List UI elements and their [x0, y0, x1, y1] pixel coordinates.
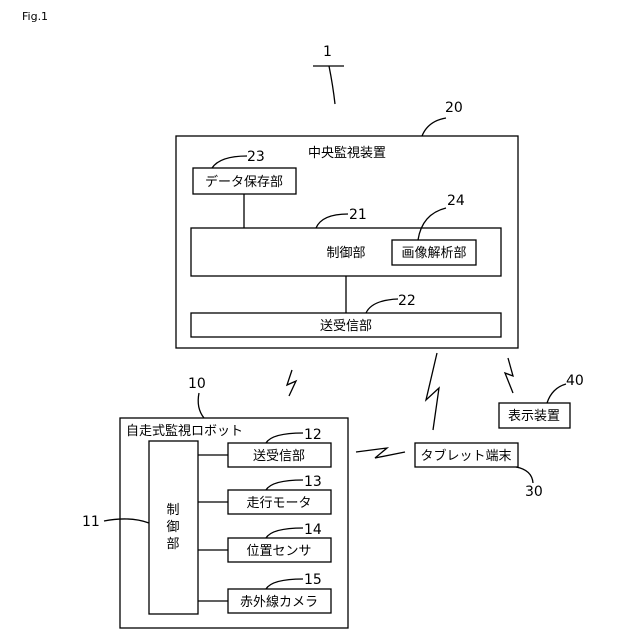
central-transceiver-label: 送受信部 — [320, 319, 372, 334]
infrared-camera-label: 赤外線カメラ — [240, 594, 318, 610]
tablet-terminal-ref-leader — [516, 467, 533, 483]
robot-control-label-2: 御 — [166, 520, 179, 535]
central-control-ref-number: 21 — [349, 207, 367, 223]
robot-ref-leader — [198, 393, 204, 418]
robot-control-ref-number: 11 — [82, 514, 100, 530]
wireless-link-robot-central — [287, 370, 296, 396]
robot-transceiver-label: 送受信部 — [253, 449, 305, 464]
tablet-terminal-label: タブレット端末 — [420, 448, 511, 464]
position-sensor-ref-number: 14 — [304, 522, 322, 538]
display-device-ref-number: 40 — [566, 373, 584, 389]
robot-ref-number: 10 — [188, 376, 206, 392]
wireless-link-tablet-central — [426, 353, 439, 430]
central-ref-leader — [422, 118, 446, 136]
robot-transceiver-ref-number: 12 — [304, 427, 322, 443]
travel-motor-label: 走行モータ — [246, 496, 311, 511]
central-control-label: 制御部 — [326, 246, 365, 261]
figure-label: Fig.1 — [22, 10, 48, 23]
image-analysis-label: 画像解析部 — [401, 246, 466, 261]
central-ref-number: 20 — [445, 100, 463, 116]
system-ref-number: 1 — [323, 44, 332, 60]
robot-control-label-3: 部 — [166, 537, 179, 552]
travel-motor-ref-number: 13 — [304, 474, 322, 490]
central-monitoring-device-title: 中央監視装置 — [308, 145, 386, 161]
data-storage-label: データ保存部 — [205, 174, 283, 190]
display-device-ref-leader — [547, 384, 566, 403]
display-device-label: 表示装置 — [508, 409, 560, 424]
wireless-link-robot-tablet — [356, 448, 405, 458]
robot-control-label-1: 制 — [166, 503, 179, 518]
robot-title: 自走式監視ロボット — [126, 423, 243, 439]
tablet-terminal-ref-number: 30 — [525, 484, 543, 500]
central-transceiver-ref-number: 22 — [398, 293, 416, 309]
wireless-link-display-central — [505, 358, 513, 393]
data-storage-ref-number: 23 — [247, 149, 265, 165]
system-ref-leader — [329, 66, 335, 104]
image-analysis-ref-number: 24 — [447, 193, 465, 209]
infrared-camera-ref-number: 15 — [304, 572, 322, 588]
position-sensor-label: 位置センサ — [246, 544, 311, 559]
